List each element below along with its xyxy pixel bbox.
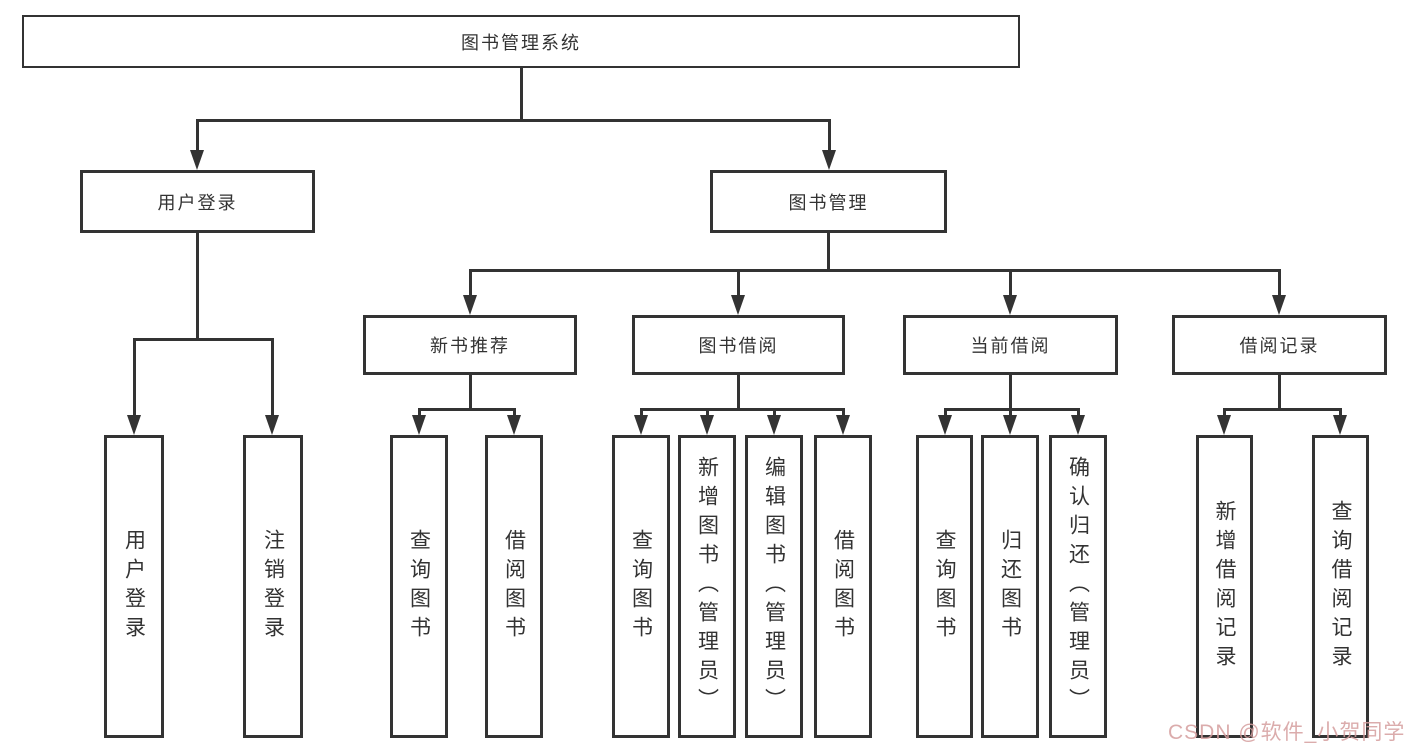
csdn-watermark: CSDN @软件_小贺同学 [1168,721,1405,744]
node-user-login: 用户登录 [80,170,315,233]
connector-line [133,338,136,417]
arrow-down-icon [822,150,836,170]
node-library-management-system: 图书管理系统 [22,15,1020,68]
leaf-query-books-recommend: 查询图书 [390,435,448,738]
arrow-down-icon [1272,295,1286,315]
arrow-down-icon [463,295,477,315]
leaf-query-borrow-record: 查询借阅记录 [1312,435,1369,738]
arrow-down-icon [1003,415,1017,435]
connector-line [196,119,831,122]
connector-line [737,373,740,411]
arrow-down-icon [412,415,426,435]
arrow-down-icon [731,295,745,315]
arrow-down-icon [700,415,714,435]
arrow-down-icon [634,415,648,435]
arrow-down-icon [1217,415,1231,435]
connector-line [469,269,472,298]
leaf-borrow-books-recommend: 借阅图书 [485,435,543,738]
arrow-down-icon [190,150,204,170]
connector-line [640,408,845,411]
arrow-down-icon [1071,415,1085,435]
connector-line [418,408,516,411]
arrow-down-icon [767,415,781,435]
node-book-borrow: 图书借阅 [632,315,845,375]
connector-line [1278,269,1281,298]
connector-line [640,408,643,417]
connector-line [196,231,199,341]
connector-line [842,408,845,417]
connector-line [513,408,516,417]
leaf-edit-books-admin: 编辑图书（管理员） [745,435,803,738]
leaf-confirm-return-admin: 确认归还（管理员） [1049,435,1107,738]
connector-line [1278,373,1281,411]
connector-line [1339,408,1342,417]
connector-line [737,269,740,298]
node-borrow-record: 借阅记录 [1172,315,1387,375]
arrow-down-icon [507,415,521,435]
connector-line [133,338,274,341]
connector-line [469,269,1281,272]
connector-line [520,66,523,122]
node-book-management: 图书管理 [710,170,947,233]
leaf-logout: 注销登录 [243,435,303,738]
connector-line [271,338,274,417]
connector-line [196,119,199,152]
connector-line [1009,269,1012,298]
connector-line [1223,408,1226,417]
node-current-borrow: 当前借阅 [903,315,1118,375]
node-new-book-recommend: 新书推荐 [363,315,577,375]
leaf-borrow-books: 借阅图书 [814,435,872,738]
arrow-down-icon [1003,295,1017,315]
leaf-add-books-admin: 新增图书（管理员） [678,435,736,738]
connector-line [469,373,472,411]
connector-line [1009,373,1012,411]
leaf-query-books-borrow: 查询图书 [612,435,670,738]
connector-line [944,408,947,417]
connector-line [1009,408,1012,417]
leaf-add-borrow-record: 新增借阅记录 [1196,435,1253,738]
arrow-down-icon [265,415,279,435]
connector-line [773,408,776,417]
connector-line [706,408,709,417]
arrow-down-icon [1333,415,1347,435]
leaf-user-login: 用户登录 [104,435,164,738]
arrow-down-icon [938,415,952,435]
leaf-return-books: 归还图书 [981,435,1039,738]
arrow-down-icon [836,415,850,435]
connector-line [944,408,1080,411]
connector-line [828,119,831,152]
arrow-down-icon [127,415,141,435]
connector-line [827,231,830,272]
connector-line [418,408,421,417]
leaf-query-books-current: 查询图书 [916,435,973,738]
connector-line [1223,408,1342,411]
connector-line [1077,408,1080,417]
